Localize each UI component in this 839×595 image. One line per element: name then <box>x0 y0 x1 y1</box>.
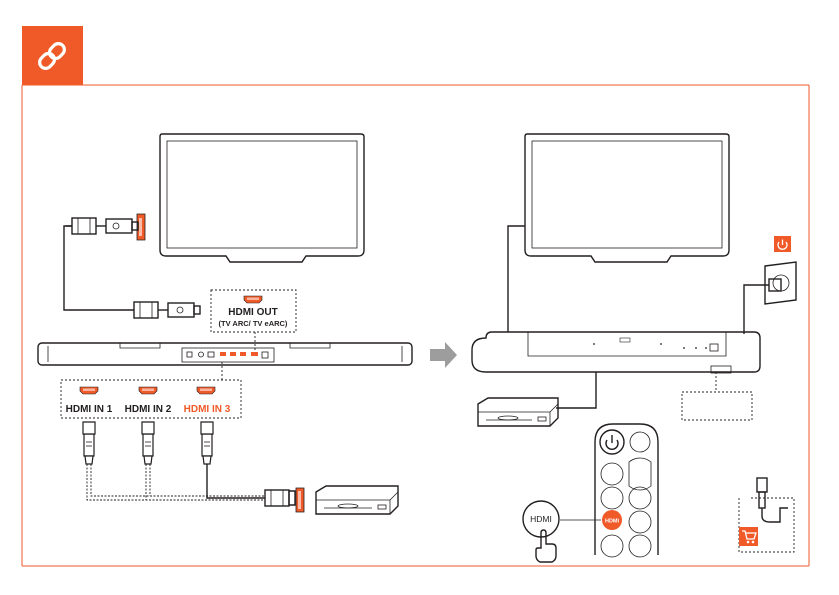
media-player-left <box>316 486 398 514</box>
soundbar-front <box>472 332 760 420</box>
hdmi-in-2-label: HDMI IN 2 <box>125 404 172 415</box>
soundbar-rear <box>38 343 412 380</box>
power-outlet <box>744 236 796 334</box>
hdmi-in-3-label: HDMI IN 3 <box>184 404 231 415</box>
media-player-right <box>478 398 558 426</box>
hdmi-input-cables <box>83 422 304 512</box>
hdmi-press-callout: HDMI <box>523 501 559 562</box>
power-icon <box>774 236 791 252</box>
hdmi-cable-arc <box>64 218 200 318</box>
sold-separately-callout <box>739 478 794 552</box>
arrow-right-icon <box>430 342 457 368</box>
hdmi-out-sub-label: (TV ARC/ TV eARC) <box>219 319 288 328</box>
hdmi-in-callout: HDMI IN 1 HDMI IN 2 HDMI IN 3 <box>61 380 241 418</box>
hdmi-out-callout: HDMI OUT (TV ARC/ TV eARC) <box>211 290 296 355</box>
cart-icon <box>739 527 758 546</box>
finger-press-icon <box>536 530 556 562</box>
remote-control: HDMI <box>560 424 658 557</box>
panel-frame <box>22 85 809 566</box>
hdmi-in-1-label: HDMI IN 1 <box>66 404 113 415</box>
tv-right <box>508 134 729 332</box>
hdmi-callout-label: HDMI <box>530 514 552 524</box>
tv-left <box>137 134 364 262</box>
remote-hdmi-button-label: HDMI <box>605 519 620 525</box>
link-icon <box>22 26 83 85</box>
hdmi-out-label: HDMI OUT <box>228 307 277 318</box>
